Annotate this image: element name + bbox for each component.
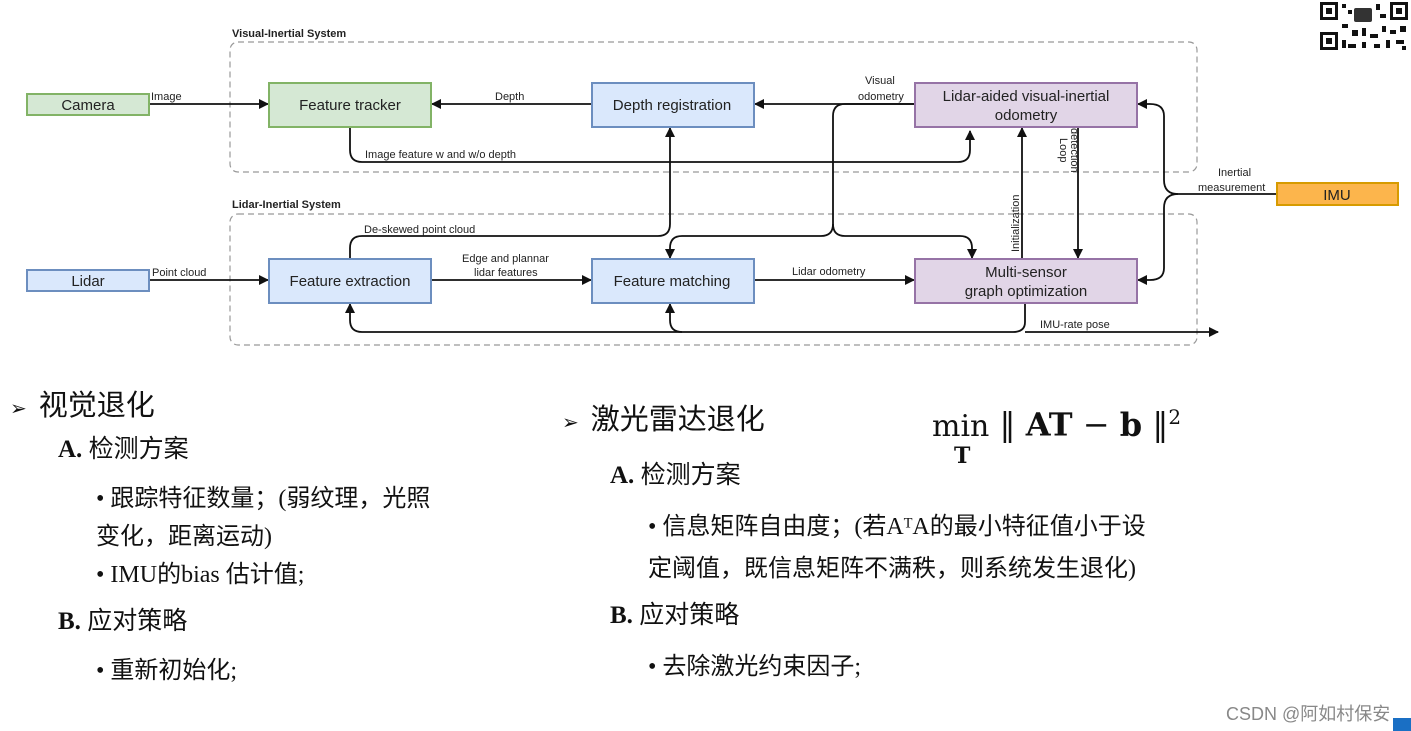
left-b-heading: B. 应对策略 xyxy=(58,604,430,640)
node-lvio-label-1: Lidar-aided visual-inertial xyxy=(943,88,1110,105)
node-lidar-aided-vio: Lidar-aided visual-inertial odometry xyxy=(914,82,1138,128)
formula-min-subscript: T xyxy=(954,442,971,469)
arrow-bullet-icon: ➢ xyxy=(10,396,27,420)
formula-expr-a: AT xyxy=(1025,405,1073,444)
formula-power: 2 xyxy=(1168,405,1182,429)
label-edge-features-1: Edge and plannar xyxy=(462,253,549,265)
label-visual-odometry-1: Visual xyxy=(865,75,895,87)
label-depth: Depth xyxy=(495,91,524,103)
right-a-title: 检测方案 xyxy=(640,462,741,489)
node-msgo-label-1: Multi-sensor xyxy=(985,264,1067,281)
label-lidar-odometry: Lidar odometry xyxy=(792,266,866,278)
left-b-item1: • 重新初始化; xyxy=(96,658,238,684)
node-lvio-label-2: odometry xyxy=(995,107,1058,124)
edge-image-feature xyxy=(349,128,975,163)
lidar-inertial-title: Lidar-Inertial System xyxy=(232,199,341,211)
right-b-item1: • 去除激光约束因子; xyxy=(648,654,862,680)
label-deskewed: De-skewed point cloud xyxy=(364,224,475,236)
right-notes: ➢ 激光雷达退化 A. 检测方案 • 信息矩阵自由度；(若AᵀA的最小特征值小于设… xyxy=(562,400,1146,686)
node-msgo-label-2: graph optimization xyxy=(965,283,1088,300)
left-title: 视觉退化 xyxy=(38,390,155,422)
node-feature-tracker: Feature tracker xyxy=(268,82,432,128)
label-image-feature: Image feature w and w/o depth xyxy=(365,149,516,161)
node-depth-registration-label: Depth registration xyxy=(613,97,731,114)
right-title: 激光雷达退化 xyxy=(590,404,765,436)
system-diagram: Visual-Inertial System Lidar-Inertial Sy… xyxy=(26,28,1399,346)
left-a-item1-line1: • 跟踪特征数量；(弱纹理，光照 xyxy=(96,486,431,512)
label-loop-2: detection xyxy=(1068,128,1080,173)
watermark: CSDN @阿如村保安 xyxy=(1226,704,1391,724)
edge-deskewed xyxy=(349,127,675,258)
label-loop-1: Loop xyxy=(1057,138,1069,162)
right-b-heading: B. 应对策略 xyxy=(610,598,1146,634)
node-feature-tracker-label: Feature tracker xyxy=(299,97,401,114)
formula-expr-b: b xyxy=(1119,405,1143,444)
edge-imu-rate-pose xyxy=(345,302,1026,333)
formula-left-norm: ‖ xyxy=(999,405,1016,444)
left-b-label: B. xyxy=(58,608,81,635)
label-initialization: Initialization xyxy=(1010,195,1022,252)
label-point-cloud: Point cloud xyxy=(152,267,206,279)
node-feature-matching-label: Feature matching xyxy=(614,273,731,290)
left-a-title: 检测方案 xyxy=(88,436,189,463)
left-a-item2: • IMU的bias 估计值; xyxy=(96,562,305,588)
node-camera: Camera xyxy=(26,93,150,116)
node-imu-label: IMU xyxy=(1323,187,1351,204)
right-b-label: B. xyxy=(610,602,633,629)
label-edge-features-2: lidar features xyxy=(474,267,538,279)
edge-inertial-measurement xyxy=(1137,99,1276,195)
corner-mark xyxy=(1393,718,1411,731)
left-a-label: A. xyxy=(58,436,83,463)
node-multi-sensor: Multi-sensor graph optimization xyxy=(914,258,1138,304)
qr-code-icon xyxy=(1318,0,1410,52)
label-image: Image xyxy=(151,91,182,103)
left-heading: ➢ 视觉退化 xyxy=(10,386,430,428)
node-feature-extraction-label: Feature extraction xyxy=(290,273,411,290)
left-a-heading: A. 检测方案 xyxy=(58,432,430,468)
left-a-item1-line2: 变化，距离运动) xyxy=(96,524,272,550)
edge-inertial-to-msgo xyxy=(1137,193,1179,285)
arrow-bullet-icon: ➢ xyxy=(562,410,579,434)
right-a-item1-line1: • 信息矩阵自由度；(若AᵀA的最小特征值小于设 xyxy=(648,514,1146,540)
node-imu: IMU xyxy=(1276,182,1399,206)
node-depth-registration: Depth registration xyxy=(591,82,755,128)
right-a-heading: A. 检测方案 xyxy=(610,458,1146,494)
right-b-title: 应对策略 xyxy=(639,602,740,629)
right-heading: ➢ 激光雷达退化 xyxy=(562,400,1146,442)
label-inertial-1: Inertial xyxy=(1218,167,1251,179)
label-inertial-2: measurement xyxy=(1198,182,1265,194)
edge-visual-odometry xyxy=(665,103,914,259)
edge-visual-odometry-to-msgo xyxy=(832,223,977,259)
edge-imu-rate-pose-fm xyxy=(665,303,683,333)
formula-right-norm: ‖ xyxy=(1152,405,1169,444)
node-camera-label: Camera xyxy=(61,97,115,114)
left-b-title: 应对策略 xyxy=(87,608,188,635)
node-feature-matching: Feature matching xyxy=(591,258,755,304)
formula-min-text: min xyxy=(932,408,990,444)
right-a-item1-line2: 定阈值，既信息矩阵不满秩，则系统发生退化) xyxy=(648,556,1136,582)
formula-minus: − xyxy=(1082,405,1110,444)
right-a-label: A. xyxy=(610,462,635,489)
node-lidar-label: Lidar xyxy=(71,273,104,290)
left-notes: ➢视觉退化 A. 检测方案 • 跟踪特征数量；(弱纹理，光照 变化，距离运动) … xyxy=(10,386,430,690)
node-feature-extraction: Feature extraction xyxy=(268,258,432,304)
visual-inertial-group xyxy=(229,41,1198,173)
label-imu-rate-pose: IMU-rate pose xyxy=(1040,319,1110,331)
node-lidar: Lidar xyxy=(26,269,150,292)
visual-inertial-title: Visual-Inertial System xyxy=(232,28,346,40)
label-visual-odometry-2: odometry xyxy=(858,91,904,103)
